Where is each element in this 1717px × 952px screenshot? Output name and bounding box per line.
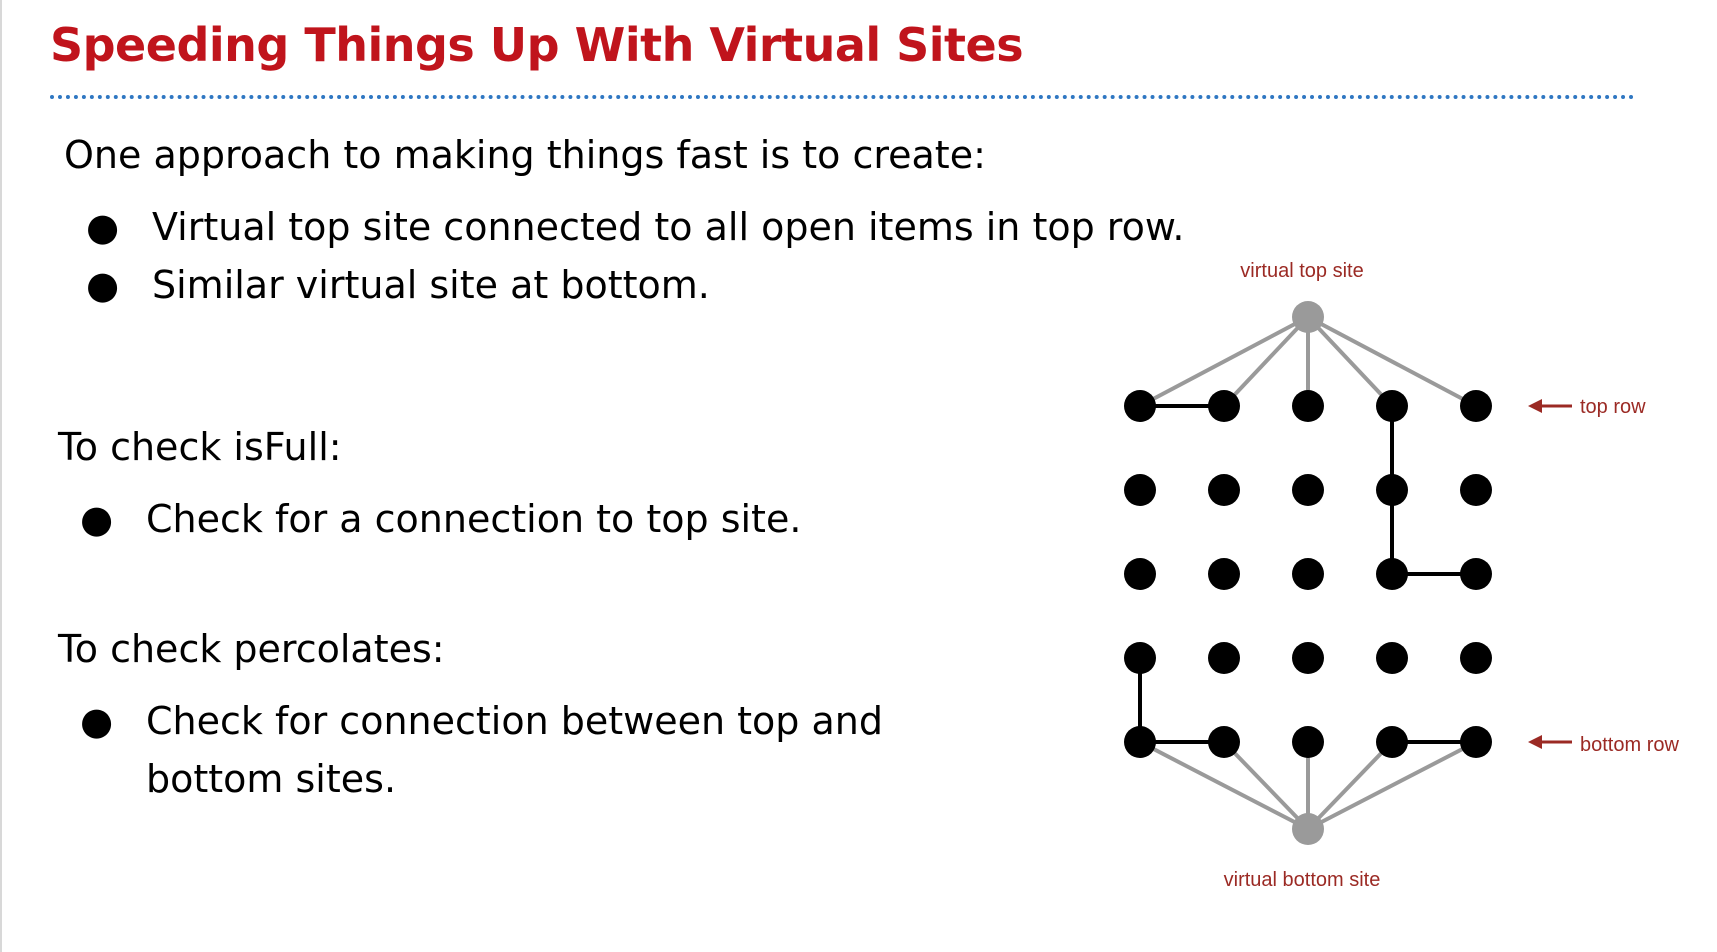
top-row-label: top row [1580,396,1646,418]
virtual-bottom-link [1139,740,1309,831]
grid-site [1124,558,1156,590]
virtual-top-link [1139,315,1309,408]
grid-site [1208,474,1240,506]
bottom-row-label: bottom row [1580,734,1679,756]
grid-site [1292,474,1324,506]
grid-site [1292,390,1324,422]
grid-site [1376,558,1408,590]
intro-bullet-2: Similar virtual site at bottom. [152,263,710,307]
grid-site [1460,726,1492,758]
grid-site [1124,642,1156,674]
bullet-glyph: ● [80,497,114,541]
grid-site [1376,390,1408,422]
isfull-bullet-1: Check for a connection to top site. [146,497,802,541]
grid-site [1208,726,1240,758]
grid-site [1124,474,1156,506]
grid-site [1292,726,1324,758]
slide-title: Speeding Things Up With Virtual Sites [50,18,1024,72]
percolates-bullet-1-line-2: bottom sites. [146,757,397,801]
bullet-glyph: ● [80,699,114,743]
sites-layer [1124,301,1492,845]
title-divider [50,95,1635,99]
virtual-top-link [1222,315,1310,408]
grid-site [1460,558,1492,590]
virtual-bottom-site [1292,813,1324,845]
grid-site [1208,642,1240,674]
arrows-layer [1528,399,1572,749]
virtual-bottom-label: virtual bottom site [1224,869,1381,891]
slide-left-border [0,0,2,952]
grid-site [1376,474,1408,506]
grid-site [1208,390,1240,422]
virtual-bottom-link [1307,740,1477,831]
intro-bullet-1: Virtual top site connected to all open i… [152,205,1185,249]
virtual-top-site [1292,301,1324,333]
grid-site [1376,726,1408,758]
virtual-top-link [1307,315,1477,408]
isfull-heading: To check isFull: [58,425,342,469]
percolates-heading: To check percolates: [58,627,445,671]
grid-site [1460,642,1492,674]
virtual-bottom-link [1222,740,1310,831]
percolates-bullet-1-line-1: Check for connection between top and [146,699,883,743]
grid-site [1124,390,1156,422]
virtual-top-label: virtual top site [1240,260,1363,282]
intro-text: One approach to making things fast is to… [64,133,986,177]
bottom-row-arrow-head [1528,735,1542,749]
grid-site [1208,558,1240,590]
bullet-glyph: ● [86,263,120,307]
bullet-glyph: ● [86,205,120,249]
grid-site [1292,558,1324,590]
grid-site [1376,642,1408,674]
virtual-bottom-link [1306,740,1394,831]
grid-site [1460,474,1492,506]
virtual-top-link [1306,315,1394,408]
top-row-arrow-head [1528,399,1542,413]
grid-site [1292,642,1324,674]
grid-site [1124,726,1156,758]
grid-site [1460,390,1492,422]
